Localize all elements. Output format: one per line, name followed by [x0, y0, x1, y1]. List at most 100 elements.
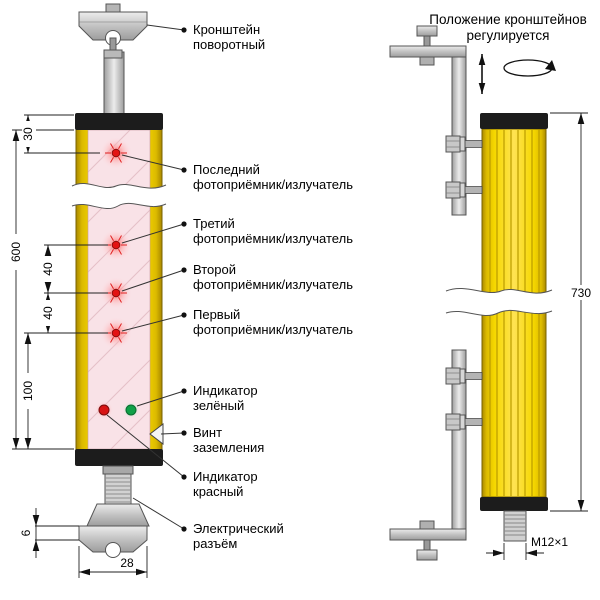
callout-green-line1: Индикатор	[193, 383, 258, 398]
callout-third-receiver: Третий фотоприёмник/излучатель	[121, 216, 353, 246]
bottom-end-cap	[75, 449, 163, 466]
side-break-band	[446, 288, 552, 316]
dim-30-text: 30	[21, 127, 35, 141]
green-indicator	[125, 404, 137, 416]
callouts: Кронштейн поворотный Последний фотоприём…	[106, 22, 353, 551]
dim-40b-text: 40	[41, 306, 55, 320]
connector-thread	[104, 473, 132, 505]
callout-first-line1: Первый	[193, 307, 240, 322]
dim-600-label: 600	[9, 234, 24, 270]
note-line1: Положение кронштейнов	[429, 12, 587, 27]
dim-thread: M12×1	[486, 535, 568, 560]
bottom-bracket-boss	[86, 503, 150, 527]
bottom-bracket-horizontal-leg	[389, 528, 467, 541]
bottom-bracket-notch	[105, 542, 121, 558]
mount-bolt-1	[445, 135, 483, 153]
callout-screw-line2: заземления	[193, 440, 264, 455]
dim-600-text: 600	[9, 242, 23, 262]
top-end-cap	[75, 113, 163, 130]
callout-second-line2: фотоприёмник/излучатель	[193, 277, 353, 292]
bracket-nut	[103, 49, 123, 59]
note-line2: регулируется	[467, 28, 550, 43]
bottom-bolt-shaft	[423, 539, 431, 551]
callout-green-line2: зелёный	[193, 398, 244, 413]
callout-bracket-line1: Кронштейн	[193, 22, 260, 37]
adjustability-note: Положение кронштейнов регулируется	[429, 12, 587, 94]
mounting-bolts	[445, 135, 483, 431]
callout-green-indicator: Индикатор зелёный	[136, 383, 258, 413]
side-bottom-bracket	[389, 349, 467, 561]
callout-red-indicator: Индикатор красный	[106, 414, 258, 499]
bracket-stem	[103, 51, 125, 115]
dim-40b-label: 40	[41, 300, 56, 326]
side-thread-lines	[504, 514, 526, 536]
dim-100-text: 100	[21, 381, 35, 401]
dim-40a-label: 40	[41, 256, 56, 282]
callout-last-line2: фотоприёмник/излучатель	[193, 177, 353, 192]
bottom-bolt-nut	[419, 520, 435, 530]
callout-last-line1: Последний	[193, 162, 260, 177]
extension-lines	[12, 114, 148, 578]
dim-100-label: 100	[21, 373, 36, 409]
thread-lines	[105, 477, 131, 503]
status-indicators	[95, 401, 139, 419]
break-edge-top	[71, 182, 167, 189]
callout-connector-line2: разъём	[193, 536, 237, 551]
housing-break-front	[71, 182, 167, 210]
callout-connector: Электрический разъём	[132, 497, 284, 551]
break-band	[72, 183, 166, 209]
mount-bolt-4	[445, 413, 483, 431]
dim-30-label: 30	[21, 121, 36, 147]
side-break-edge-top	[445, 287, 553, 294]
break-edge-bottom	[71, 202, 167, 210]
dim-40a-text: 40	[41, 262, 55, 276]
callout-second-line1: Второй	[193, 262, 236, 277]
bracket-screw-shaft	[109, 37, 117, 51]
bottom-bracket-front	[78, 503, 150, 558]
red-indicator	[98, 404, 110, 416]
mount-bolt-2	[445, 181, 483, 199]
callout-third-line1: Третий	[193, 216, 235, 231]
dim-6-label: 6	[19, 524, 34, 542]
dim-730-text: 730	[571, 286, 591, 300]
callout-red-line2: красный	[193, 484, 243, 499]
swivel-bracket	[78, 3, 148, 115]
callout-third-line2: фотоприёмник/излучатель	[193, 231, 353, 246]
bracket-plate	[78, 11, 148, 41]
side-break-edge-bottom	[445, 309, 553, 317]
side-bottom-cap	[480, 497, 548, 511]
bottom-bolt-head	[416, 549, 438, 561]
side-top-cap	[480, 113, 548, 129]
dim-730-label-bg	[564, 285, 598, 300]
dim-6-text: 6	[19, 529, 33, 536]
rotation-adjust-arrowhead	[545, 60, 556, 71]
callout-connector-line1: Электрический	[193, 521, 284, 536]
led-last	[99, 136, 133, 170]
housing-break-side	[445, 287, 553, 317]
front-view	[71, 3, 167, 558]
callout-bracket: Кронштейн поворотный	[146, 22, 265, 52]
callout-screw-line1: Винт	[193, 425, 222, 440]
mount-bolt-3	[445, 367, 483, 385]
dimensions-front: 600 30 100 40 40 6 28	[9, 114, 148, 578]
top-bolt-shaft	[423, 35, 431, 47]
dim-730: 730	[550, 112, 598, 512]
callout-first-line2: фотоприёмник/излучатель	[193, 322, 353, 337]
top-bolt-head	[416, 25, 438, 37]
callout-bracket-line2: поворотный	[193, 37, 265, 52]
dim-28-text: 28	[120, 556, 134, 570]
connector-collar	[102, 465, 134, 475]
side-view: Положение кронштейнов регулируется	[389, 12, 598, 561]
dim-thread-text: M12×1	[531, 535, 568, 549]
callout-first-receiver: Первый фотоприёмник/излучатель	[121, 307, 353, 337]
callout-second-receiver: Второй фотоприёмник/излучатель	[121, 262, 353, 292]
electrical-connector-front	[102, 465, 134, 505]
housing-side	[480, 113, 548, 542]
top-bracket-horizontal-leg	[389, 45, 467, 58]
rotation-adjust-ellipse	[503, 59, 553, 77]
callout-last-receiver: Последний фотоприёмник/излучатель	[121, 154, 353, 192]
top-bolt-nut	[419, 56, 435, 66]
callout-red-line1: Индикатор	[193, 469, 258, 484]
